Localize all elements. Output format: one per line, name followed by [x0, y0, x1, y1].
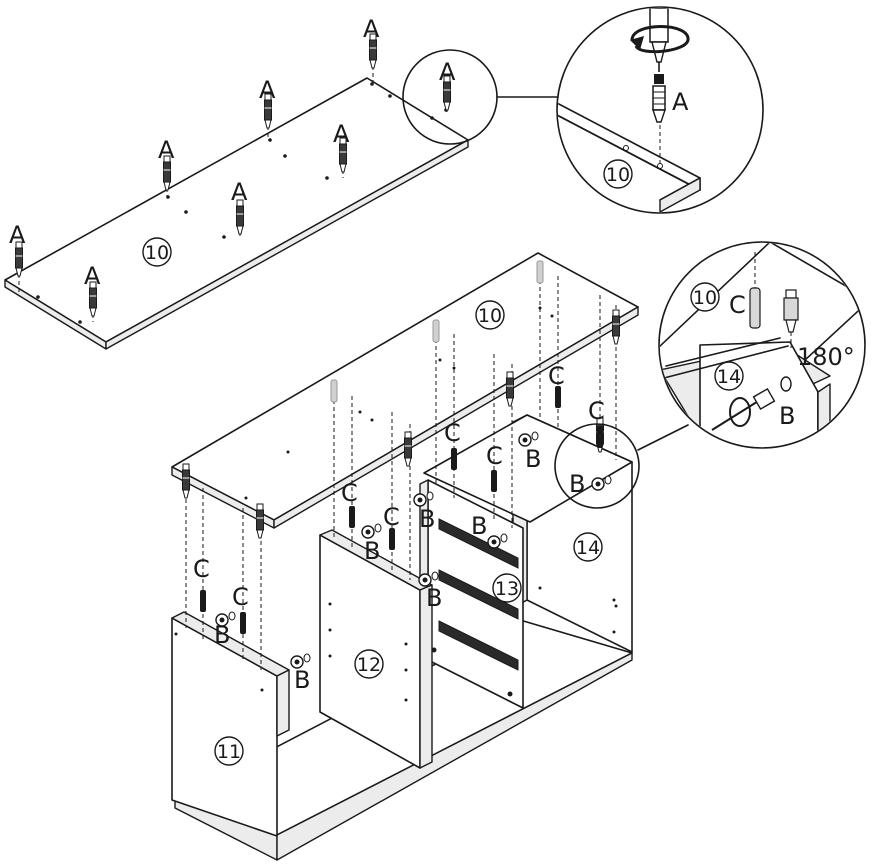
part-label-6: A [333, 120, 350, 148]
part-label-19: B [364, 537, 380, 565]
svg-text:10: 10 [145, 242, 169, 264]
cam-lock-b-4 [418, 571, 439, 587]
cam-bolts-a-group [15, 33, 451, 322]
dowel-c-5 [451, 448, 457, 470]
panel-holes [174, 586, 618, 702]
part-label-16: C [588, 397, 605, 425]
detail-badge-10b: 10 [690, 282, 720, 312]
part-label-9: C [193, 555, 210, 583]
detail-badge-14: 14 [714, 361, 744, 391]
cam-bolt-a-2 [89, 281, 97, 322]
svg-text:10: 10 [478, 305, 502, 327]
rotation-label: 180° [797, 343, 855, 371]
detail-magnified-bc: 10 14 C B 180° [658, 241, 866, 449]
badge-13: 13 [492, 573, 522, 603]
detail-magnified-a: A 10 [556, 6, 764, 214]
svg-text:11: 11 [217, 741, 241, 763]
svg-text:14: 14 [576, 537, 600, 559]
dowel-c-4 [389, 528, 395, 550]
part-label-2: A [84, 262, 101, 290]
dowel-c-8 [597, 426, 603, 448]
part-label-14: C [486, 442, 503, 470]
svg-text:10: 10 [693, 287, 717, 309]
detail-badge-10: 10 [603, 159, 633, 189]
svg-text:13: 13 [495, 578, 519, 600]
part-label-5: A [259, 76, 276, 104]
dowel-c-3 [349, 506, 355, 528]
dowels-c-group [200, 386, 603, 634]
part-label-4: A [231, 178, 248, 206]
badge-10-cabinet: 10 [475, 300, 505, 330]
cam-lock-b-6 [487, 533, 508, 549]
part-label-17: B [214, 621, 230, 649]
dowel-c-6 [491, 470, 497, 492]
part-label-11: C [341, 479, 358, 507]
part-label-12: C [383, 503, 400, 531]
dowel-c-7 [555, 386, 561, 408]
cam-lock-b-3 [361, 523, 382, 539]
cam-lock-b-7 [518, 431, 539, 447]
top-panel-holes [244, 306, 554, 500]
part-label-13: C [444, 419, 461, 447]
cam-bolt-a-7 [369, 33, 377, 84]
cam-lock-b-8 [591, 475, 612, 491]
cam-bolt-a-3 [163, 155, 171, 198]
part-label-20: B [426, 584, 442, 612]
part-label-24: B [569, 470, 585, 498]
svg-text:14: 14 [717, 366, 741, 388]
part-label-23: B [525, 445, 541, 473]
part-label-1: A [9, 221, 26, 249]
part-label-7: A [363, 15, 380, 43]
cam-bolt-a-8 [443, 75, 451, 112]
cam-bolt-a-5 [264, 93, 272, 140]
part-label-15: C [548, 362, 565, 390]
cabinet-detail-leader [637, 424, 689, 451]
badge-12: 12 [354, 649, 384, 679]
part-label-21: B [419, 505, 435, 533]
badge-11: 11 [214, 736, 244, 766]
part-label-3: A [158, 136, 175, 164]
dowel-c-2 [240, 612, 246, 634]
cabinet-cam-bolt-2 [256, 503, 264, 539]
ghost-dowels [330, 260, 544, 403]
detail-label-b: B [779, 402, 795, 430]
cam-lock-b-5 [413, 491, 434, 507]
cam-locks-b-group [215, 431, 612, 669]
cam-lock-b-2 [290, 653, 311, 669]
part-label-8: A [439, 58, 456, 86]
cabinet-cam-bolt-5 [612, 309, 620, 345]
cam-bolt-a-1 [15, 241, 23, 296]
dowel-c-1 [200, 590, 206, 612]
part-label-22: B [471, 512, 487, 540]
cam-bolt-a-6 [339, 137, 347, 178]
svg-text:10: 10 [606, 164, 630, 186]
cam-lock-b-1 [215, 611, 236, 627]
cam-bolt-a-4 [236, 199, 244, 238]
detail-label-c: C [729, 291, 746, 319]
badge-14: 14 [573, 532, 603, 562]
svg-text:12: 12 [357, 654, 381, 676]
cabinet-cam-bolt-3 [404, 431, 412, 467]
cabinet-assembly [171, 252, 639, 861]
cabinet-cam-bolt-1 [182, 463, 190, 499]
detail-label-a: A [672, 88, 689, 116]
part-label-18: B [294, 666, 310, 694]
badge-10-top: 10 [142, 237, 172, 267]
cabinet-cam-bolt-4 [506, 371, 514, 407]
part-label-10: C [232, 583, 249, 611]
drawer-runners [438, 518, 519, 671]
cabinet-detail-circle [554, 423, 640, 509]
